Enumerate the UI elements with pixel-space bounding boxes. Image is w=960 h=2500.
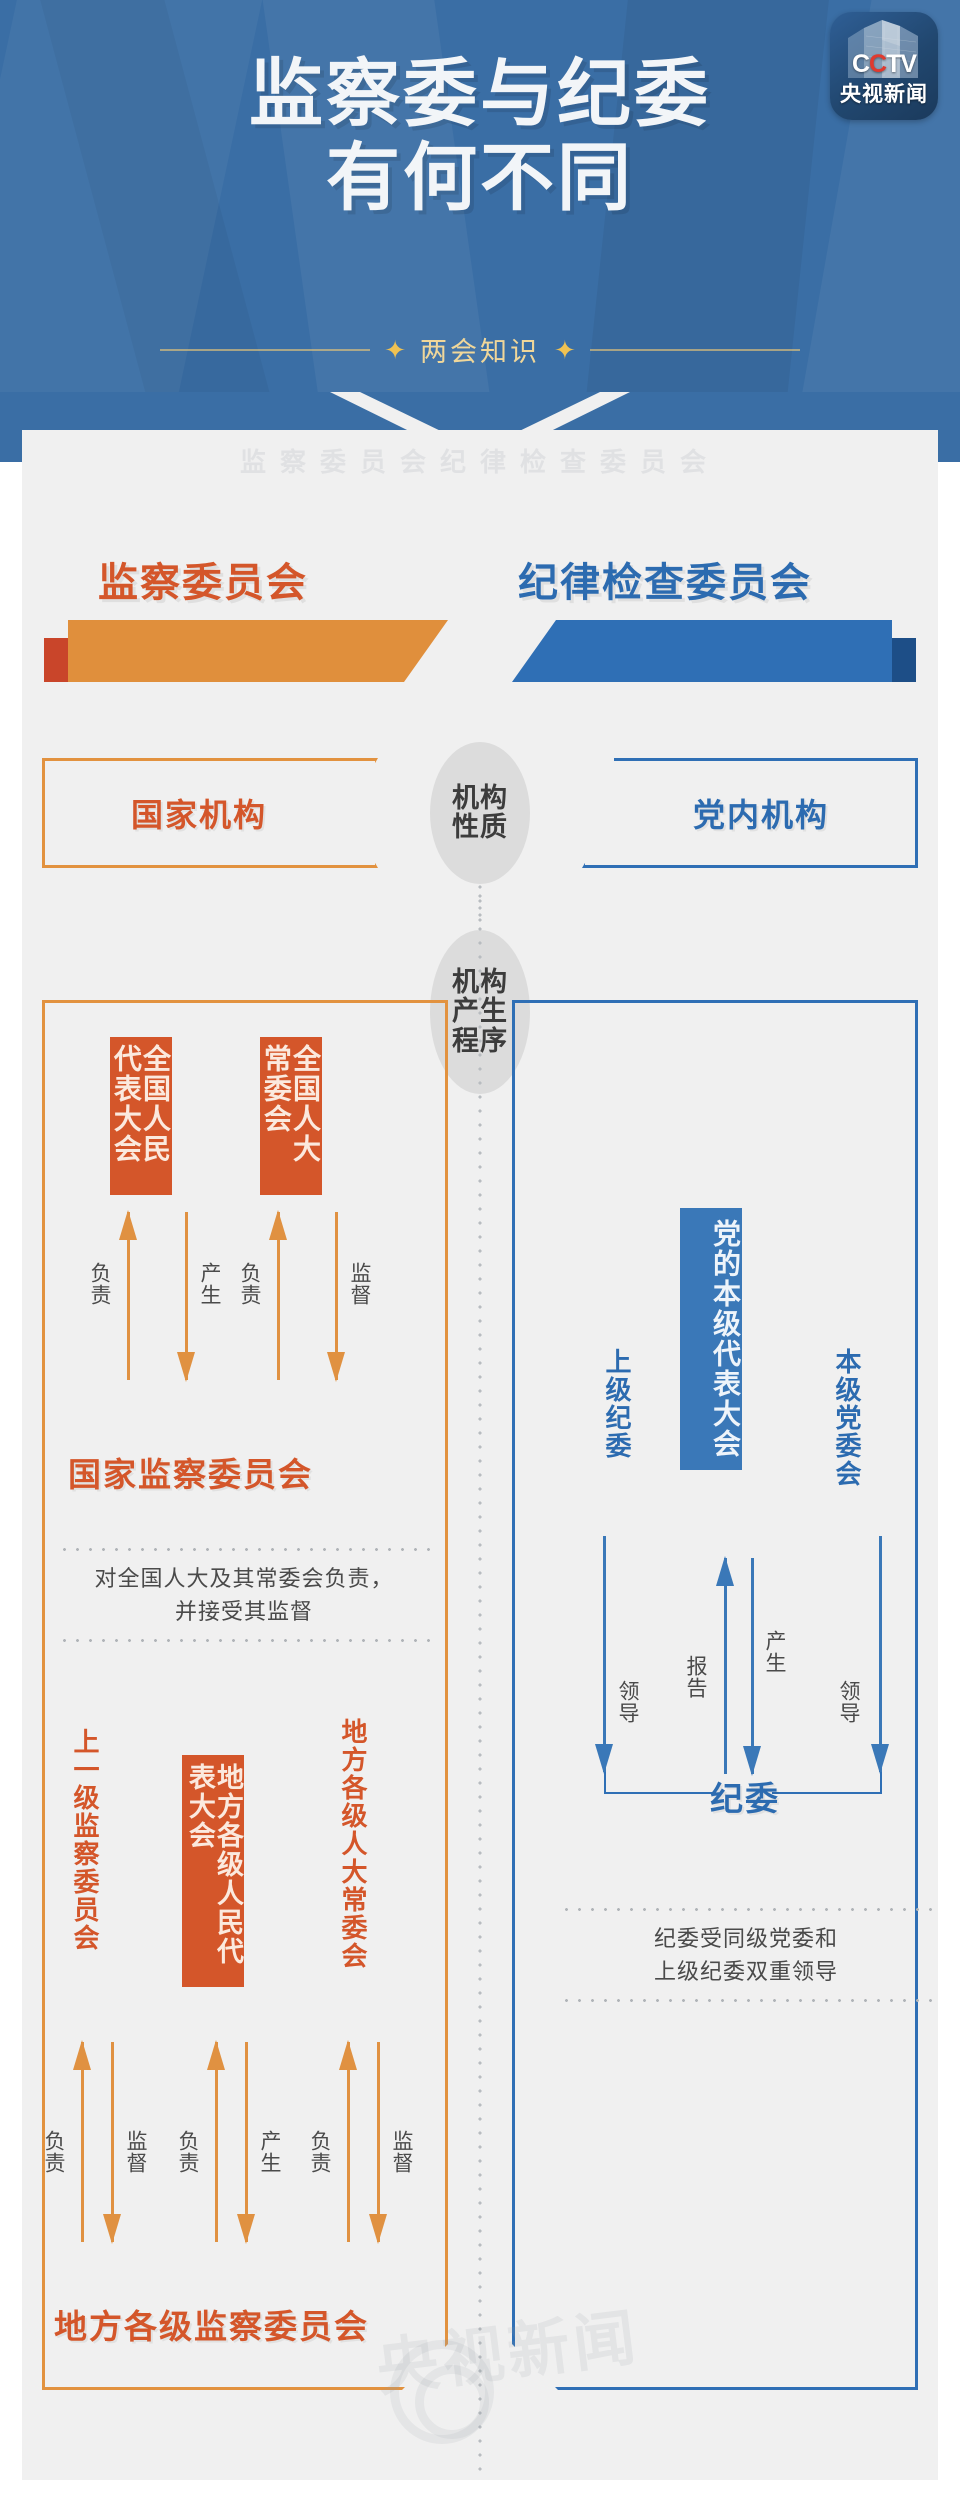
subtitle-text: 两会知识	[420, 337, 540, 367]
page-title: 监察委与纪委 有何不同	[0, 52, 960, 221]
note-left-line2: 并接受其监督	[174, 1599, 313, 1624]
column-title-discipline: 纪律检查委员会	[518, 561, 812, 605]
cctv-sub-label: 央视新闻	[840, 83, 928, 106]
bracket-right-horz	[772, 1792, 882, 1794]
note-right-dotline-bot	[560, 1999, 932, 2002]
node-local-npc-standing-committee: 地方各级人大常委会	[338, 1718, 368, 1970]
arrow-label-3: 负责	[238, 1262, 262, 1306]
arrow-label-8: 产生	[258, 2130, 282, 2174]
header-banner: CCTV 央视新闻 监察委与纪委 有何不同 ✦ 两会知识 ✦	[0, 0, 960, 440]
arrow-label-1: 负责	[88, 1262, 112, 1306]
page-title-line1: 监察委与纪委	[249, 52, 711, 135]
cctv-building-icon	[848, 20, 918, 78]
bracket-left-horz	[604, 1792, 714, 1794]
diagram-frame-right	[512, 1000, 918, 2390]
bracket-right-vert	[880, 1772, 882, 1794]
cctv-wordmark: CCTV	[851, 50, 917, 78]
node-upper-supervision-commission: 上一级监察委员会	[70, 1728, 100, 1952]
heading-national-supervision-commission: 国家监察委员会	[68, 1456, 313, 1493]
watermark-ring-icon	[390, 2340, 494, 2444]
star-icon-left: ✦	[384, 334, 406, 365]
note-right: 纪委受同级党委和 上级纪委双重领导	[560, 1908, 932, 2002]
row-label-nature: 机构 性质	[430, 742, 530, 884]
note-right-line1: 纪委受同级党委和	[653, 1926, 838, 1951]
row-label-nature-line2: 性质	[452, 812, 508, 842]
subtitle-row: ✦ 两会知识 ✦	[0, 330, 960, 369]
diagram-frame-left	[42, 1000, 448, 2390]
node-upper-cdi: 上级纪委	[602, 1348, 632, 1460]
center-divider-dots	[478, 880, 482, 2480]
node-party-congress: 党的本级代表大会	[680, 1208, 742, 1470]
subtitle-rule-right	[589, 348, 800, 351]
arrow-label-13: 产生	[763, 1630, 787, 1674]
note-right-line2: 上级纪委双重领导	[653, 1959, 838, 1984]
note-right-dotline-top	[560, 1908, 932, 1911]
cctv-logo: CCTV 央视新闻	[830, 12, 938, 120]
nature-value-left: 国家机构	[130, 797, 267, 833]
column-title-supervision: 监察委员会	[98, 561, 308, 605]
note-left-dotline-bot	[58, 1639, 430, 1642]
ribbon-left	[22, 620, 472, 682]
node-npc: 全国人民代表大会	[110, 1037, 172, 1195]
arrow-label-9: 负责	[308, 2130, 332, 2174]
nature-value-right: 党内机构	[692, 797, 829, 833]
bracket-left-vert	[604, 1772, 606, 1794]
nature-box-left: 国家机构	[42, 758, 378, 868]
arrow-label-2: 产生	[198, 1262, 222, 1306]
star-icon-right: ✦	[554, 334, 576, 365]
arrow-label-12: 报告	[684, 1655, 708, 1699]
node-local-peoples-congress: 地方各级人民代表大会	[182, 1755, 244, 1987]
row-label-nature-line1: 机构	[452, 782, 508, 813]
arrow-label-10: 监督	[390, 2130, 414, 2174]
arrow-label-14: 领导	[837, 1680, 861, 1724]
panel-ghost-text: 监察委员会纪律检查委员会	[239, 447, 720, 477]
node-npc-standing-committee: 全国人大常委会	[260, 1037, 322, 1195]
nature-box-right: 党内机构	[582, 758, 918, 868]
heading-cdi: 纪委	[710, 1780, 780, 1817]
note-left-line1: 对全国人大及其常委会负责，	[94, 1566, 394, 1591]
arrow-label-11: 领导	[616, 1680, 640, 1724]
arrow-label-6: 监督	[124, 2130, 148, 2174]
arrow-label-5: 负责	[42, 2130, 66, 2174]
ribbon-right	[488, 620, 938, 682]
subtitle-rule-left	[160, 348, 371, 351]
arrow-label-4: 监督	[348, 1262, 372, 1306]
node-party-committee: 本级党委会	[832, 1348, 862, 1488]
heading-local-supervision-commissions: 地方各级监察委员会	[54, 2308, 369, 2345]
note-left-dotline-top	[58, 1548, 430, 1551]
arrow-label-7: 负责	[176, 2130, 200, 2174]
page-title-line2: 有何不同	[326, 136, 634, 220]
note-left: 对全国人大及其常委会负责， 并接受其监督	[58, 1548, 430, 1642]
